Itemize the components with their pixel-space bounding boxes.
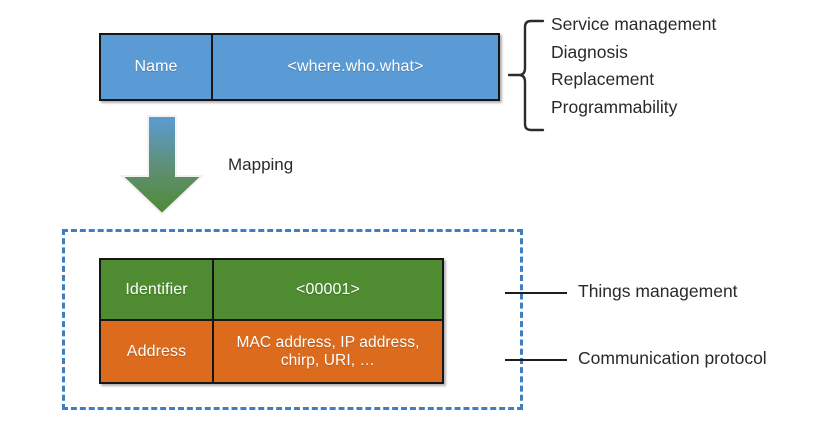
down-arrow-icon [119,115,205,216]
name-table: Name <where.who.what> [99,33,500,101]
label-things-management: Things management [578,281,738,301]
mapping-label: Mapping [228,155,294,174]
name-table-value-cell: <where.who.what> [287,58,424,76]
service-item-service-management: Service management [551,14,717,34]
address-value-cell: MAC address, IP address, chirp, URI, … [236,334,420,369]
name-table-label-cell: Name [101,35,213,99]
identifier-label-cell: Identifier [101,260,214,319]
things-layer-boundary [62,229,523,410]
mapped-table: Identifier <00001> Address MAC address, … [99,258,444,384]
leader-line-communication-protocol [505,359,567,361]
identifier-value-cell: <00001> [296,280,360,298]
service-item-diagnosis: Diagnosis [551,41,628,62]
address-label-cell: Address [101,321,214,382]
curly-brace-icon [507,19,545,132]
table-row: Identifier <00001> [101,260,442,321]
label-communication-protocol: Communication protocol [578,348,767,368]
table-row: Address MAC address, IP address, chirp, … [101,321,442,382]
service-capability-list: Service management Diagnosis Replacement… [551,11,821,121]
leader-line-things-management [505,292,567,294]
service-item-replacement: Replacement [551,69,655,89]
service-item-programmability: Programmability [551,96,678,117]
